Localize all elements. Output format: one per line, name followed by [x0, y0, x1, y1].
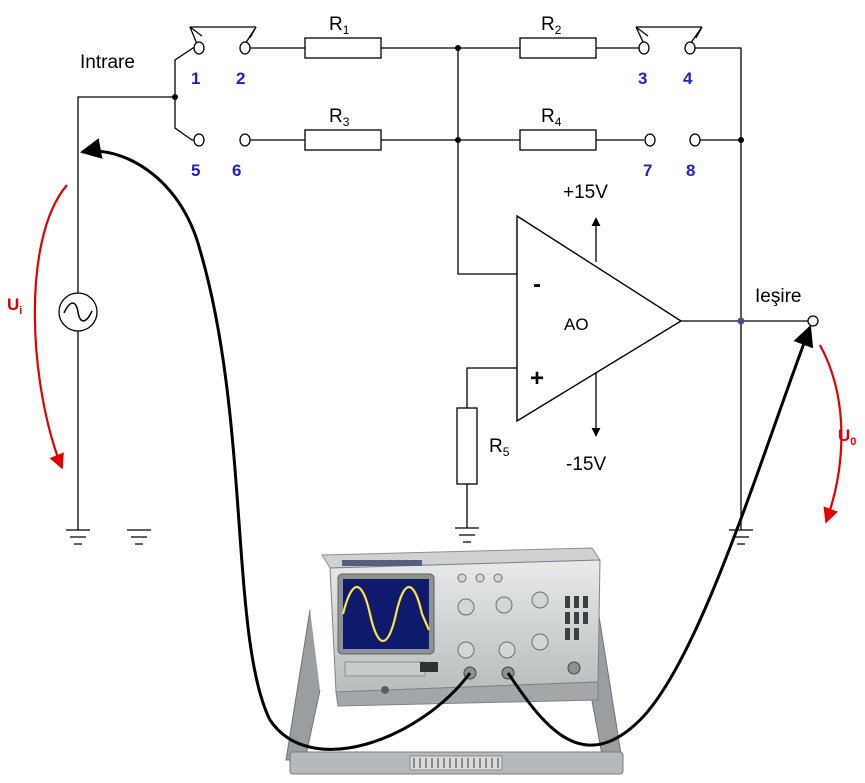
terminal-number-2: 2 — [236, 69, 245, 88]
svg-text:R4: R4 — [541, 106, 562, 129]
terminal-number-6: 6 — [232, 161, 241, 180]
noninverting-input-sign: + — [530, 365, 544, 392]
inverting-input-sign: - — [533, 271, 541, 298]
output-label: Ieşire — [755, 286, 801, 307]
r3-label: R — [329, 106, 343, 127]
ground-icon — [127, 529, 151, 545]
terminal-number-1: 1 — [191, 69, 200, 88]
r5-subscript: 5 — [503, 445, 510, 459]
svg-text:R3: R3 — [329, 106, 350, 129]
handle-grip — [409, 755, 503, 771]
terminal-number-4: 4 — [683, 69, 693, 88]
terminal-8 — [689, 133, 701, 147]
resistor-r5 — [456, 407, 478, 485]
output-voltage-arrow — [819, 344, 843, 524]
jumper-bars — [189, 26, 703, 45]
junction-dots — [172, 45, 745, 325]
input-voltage-label: Ui — [7, 295, 22, 317]
svg-text:R2: R2 — [541, 14, 562, 37]
negative-supply-label: -15V — [566, 454, 606, 475]
input-voltage-arrow — [33, 184, 68, 470]
terminal-numbers: 1 2 3 4 5 6 7 8 — [191, 69, 695, 180]
oscilloscope-knobs — [457, 573, 549, 659]
terminal-6 — [239, 133, 251, 147]
r4-label: R — [541, 106, 555, 127]
output-terminal — [807, 315, 819, 327]
resistor-r2 — [519, 37, 597, 59]
oscilloscope-screen — [337, 573, 435, 655]
wires — [77, 47, 810, 530]
ground-icon — [66, 529, 90, 545]
terminal-7 — [644, 133, 656, 147]
input-label: Intrare — [80, 52, 135, 73]
r4-subscript: 4 — [555, 115, 562, 129]
terminal-4 — [684, 41, 696, 55]
output-probe-cable — [506, 325, 814, 747]
resistors — [304, 37, 597, 485]
terminal-number-5: 5 — [191, 161, 200, 180]
terminal-number-3: 3 — [638, 69, 647, 88]
ground-icons — [66, 527, 753, 545]
r5-label: R — [489, 436, 503, 457]
resistor-r1 — [304, 37, 382, 59]
terminals — [193, 41, 819, 327]
resistor-r4 — [519, 129, 597, 151]
positive-supply-label: +15V — [563, 182, 608, 203]
svg-text:R5: R5 — [489, 436, 510, 459]
r2-subscript: 2 — [555, 23, 562, 37]
ac-source-icon — [58, 292, 98, 332]
svg-text:R1: R1 — [329, 14, 350, 37]
terminal-1 — [193, 41, 205, 55]
resistor-labels: R1 R2 R3 R4 R5 — [329, 14, 562, 459]
input-probe-cable — [79, 138, 472, 751]
r3-subscript: 3 — [343, 115, 350, 129]
r1-subscript: 1 — [343, 23, 350, 37]
terminal-3 — [638, 41, 650, 55]
r1-label: R — [329, 14, 343, 35]
ground-icon — [729, 529, 753, 545]
op-amp-label: AO — [564, 315, 589, 334]
resistor-r3 — [304, 129, 382, 151]
r2-label: R — [541, 14, 555, 35]
ground-icon — [455, 527, 479, 543]
oscilloscope-switches — [565, 596, 588, 640]
op-amp: AO - + — [516, 214, 683, 423]
voltage-arrows — [33, 184, 843, 524]
terminal-number-8: 8 — [686, 161, 695, 180]
terminal-number-7: 7 — [643, 161, 652, 180]
terminal-5 — [193, 133, 205, 147]
output-voltage-label: U0 — [838, 426, 856, 448]
oscilloscope — [285, 547, 624, 775]
probe-cables — [79, 138, 814, 751]
terminal-2 — [239, 41, 251, 55]
